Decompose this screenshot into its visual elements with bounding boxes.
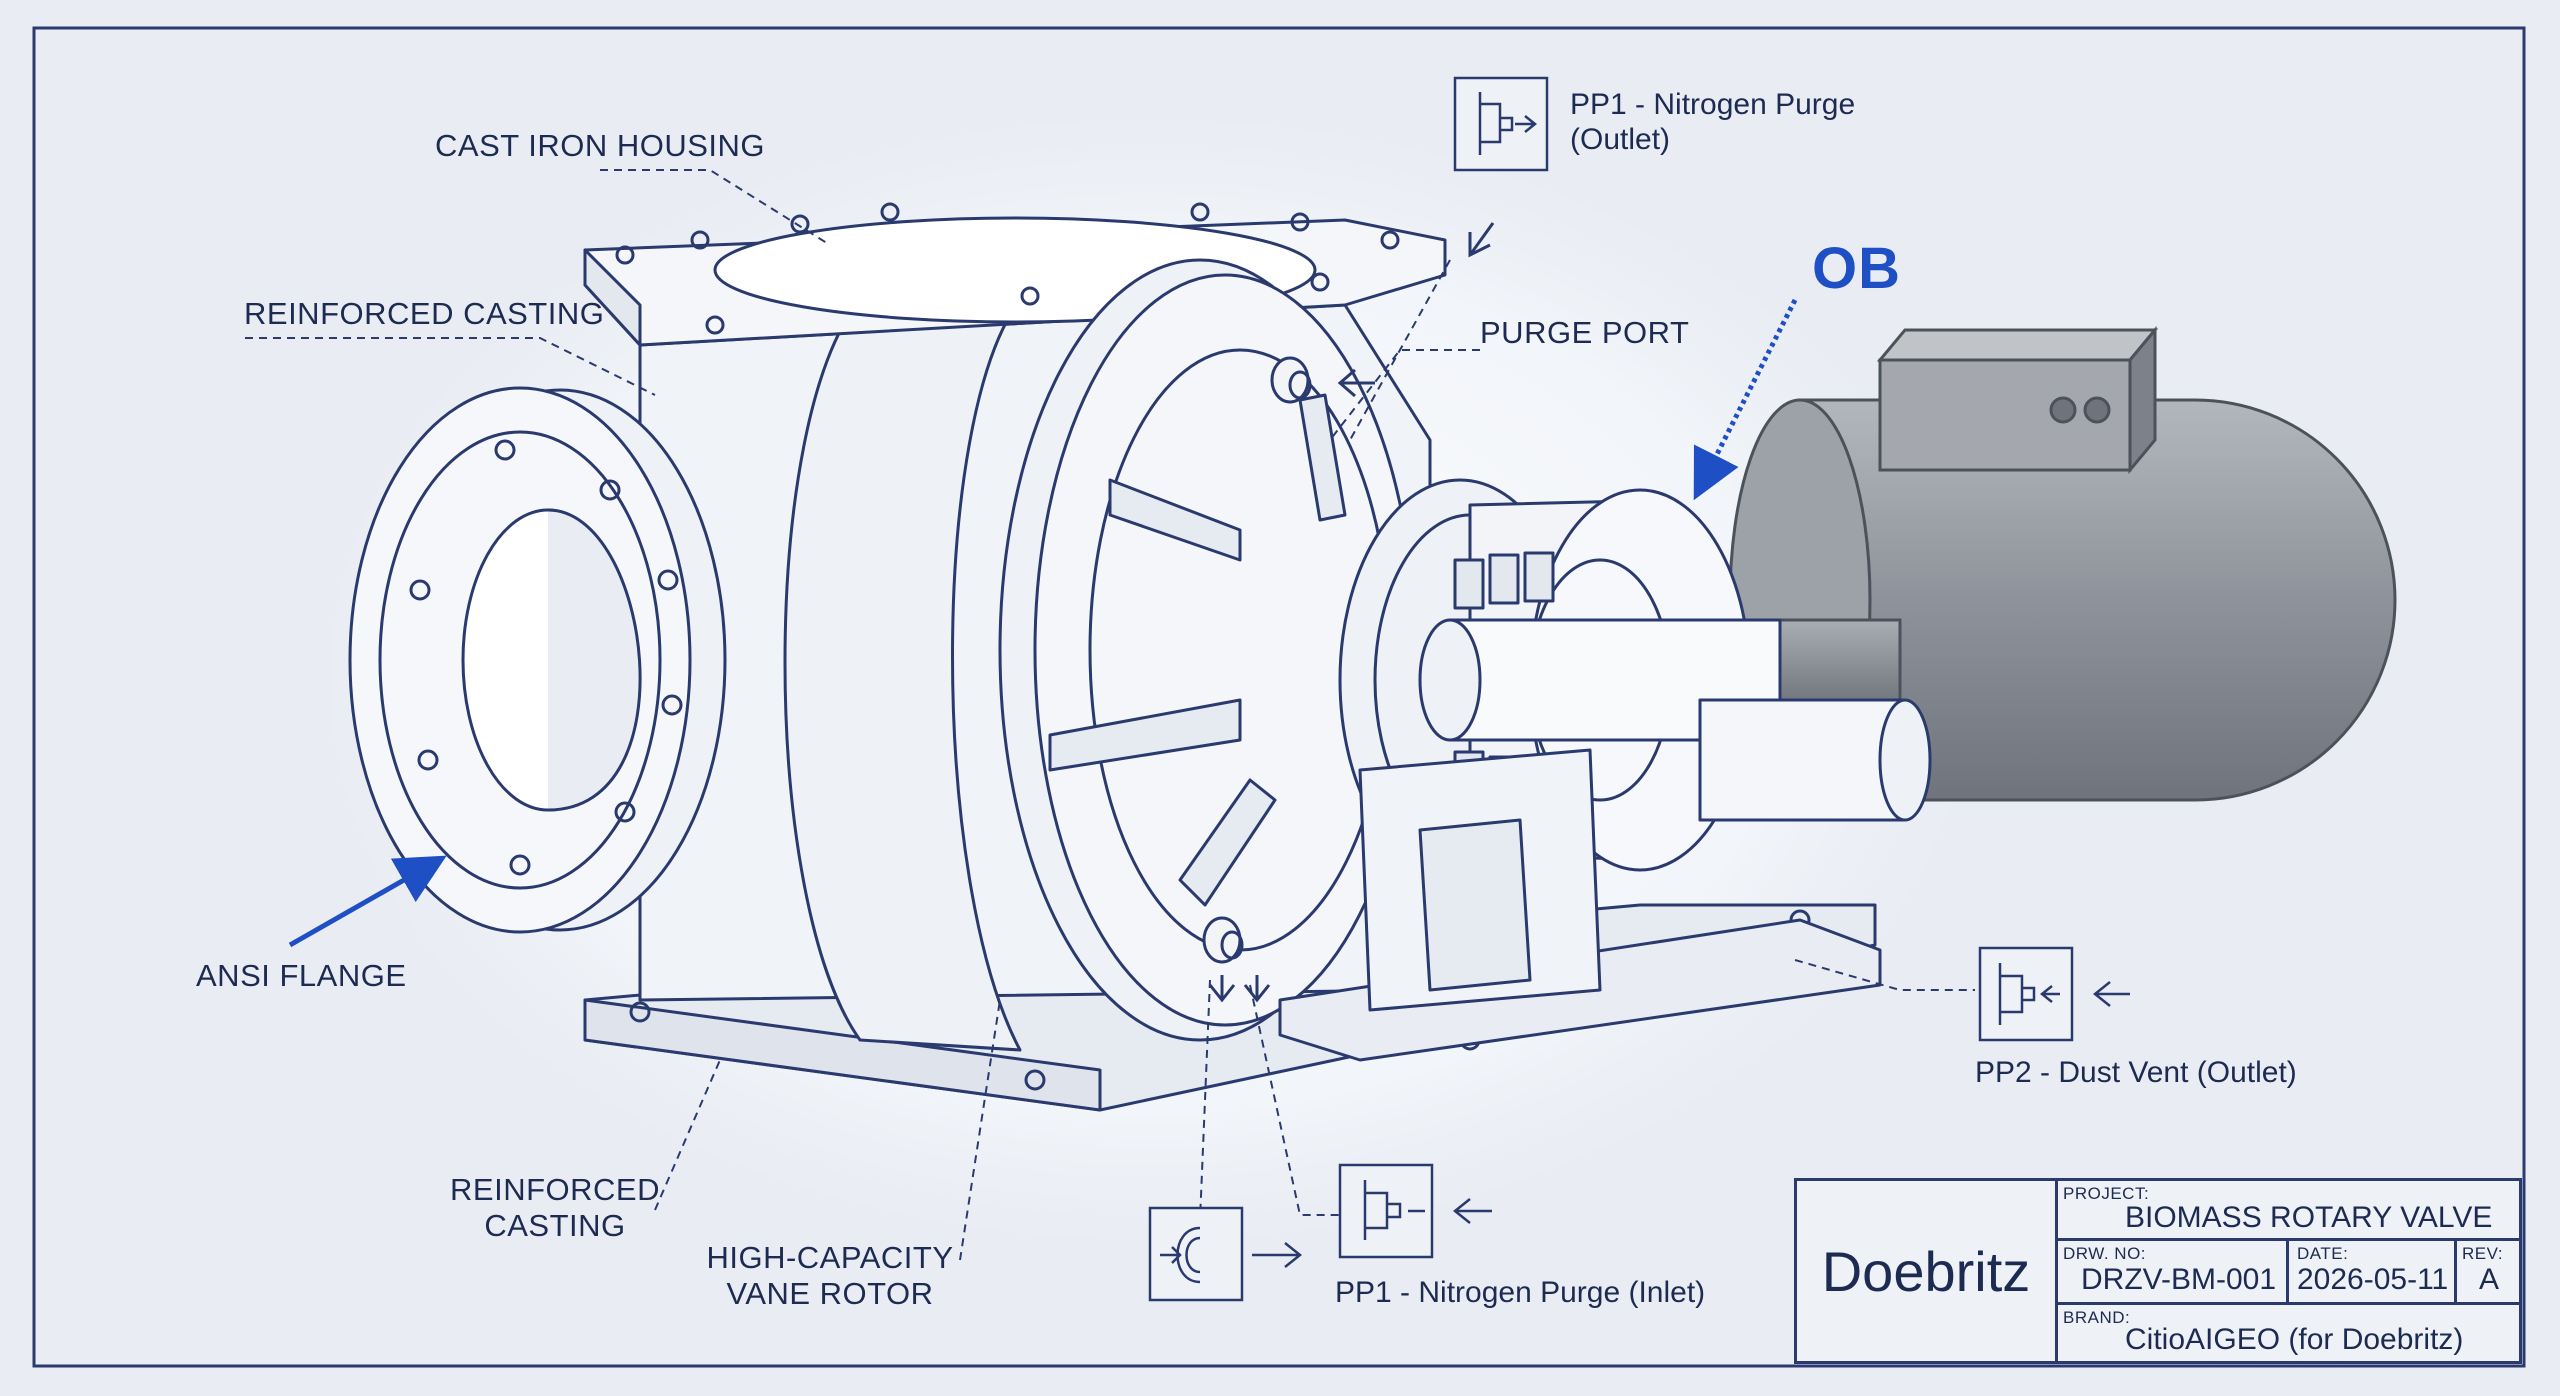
dust-vent-icon [1978, 946, 2130, 1042]
title-block-date-cell: DATE: 2026-05-11 [2289, 1241, 2457, 1305]
date-caption: DATE: [2297, 1244, 2349, 1263]
leader-lines [245, 169, 1975, 1261]
ansi-flange-arrow [288, 855, 447, 948]
purge-inlet-icon [1338, 1163, 1492, 1259]
purge-port-top [1270, 356, 1312, 404]
ansi-flange [348, 386, 727, 934]
label-reinforced-casting-top: REINFORCED CASTING [244, 296, 605, 331]
label-ansi-flange: ANSI FLANGE [196, 958, 407, 993]
title-block-project-cell: PROJECT: BIOMASS ROTARY VALVE [2055, 1181, 2519, 1241]
label-pp2-outlet: PP2 - Dust Vent (Outlet) [1975, 1056, 2297, 1089]
purge-outlet-icon [1453, 76, 1549, 172]
label-reinforced-casting-bottom-line2: CASTING [484, 1207, 626, 1243]
dust-vent-arrow [2092, 981, 2130, 1007]
rev: A [2479, 1263, 2500, 1296]
project-name: BIOMASS ROTARY VALVE [2125, 1201, 2493, 1234]
title-block-rev-cell: REV: A [2457, 1241, 2519, 1305]
label-pp1-outlet-line1: PP1 - Nitrogen Purge [1570, 88, 1856, 121]
valve-body [348, 202, 1932, 1112]
purge-inlet-arrow [1452, 1198, 1492, 1224]
brand: CitioAIGEO (for Doebritz) [2125, 1323, 2464, 1356]
leader-vane-rotor [959, 999, 1001, 1261]
label-vane-rotor-line1: HIGH-CAPACITY [706, 1240, 954, 1275]
label-vane-rotor-line2: VANE ROTOR [726, 1275, 934, 1311]
label-vane-rotor: HIGH-CAPACITY VANE ROTOR [700, 1240, 960, 1311]
label-pp1-outlet: PP1 - Nitrogen Purge (Outlet) [1570, 88, 1855, 157]
leader-reinforced-casting-top [245, 337, 656, 396]
title-block-company: Doebritz [1797, 1181, 2058, 1361]
title-block: Doebritz PROJECT: BIOMASS ROTARY VALVE D… [1794, 1178, 2522, 1364]
label-cast-iron-housing: CAST IRON HOUSING [435, 128, 766, 163]
label-ob: OB [1812, 236, 1901, 301]
label-reinforced-casting-bottom-line1: REINFORCED [450, 1172, 660, 1207]
leader-purge-port [1329, 349, 1480, 441]
leader-pp1-outlet [1349, 259, 1451, 441]
purge-inlet-arrow-2 [1252, 1242, 1303, 1268]
drawing-no-caption: DRW. NO: [2063, 1244, 2147, 1263]
label-pp1-inlet: PP1 - Nitrogen Purge (Inlet) [1335, 1276, 1706, 1309]
label-pp1-outlet-line2: (Outlet) [1570, 122, 1671, 156]
project-caption: PROJECT: [2063, 1184, 2150, 1203]
purge-inlet-icon-2 [1148, 1206, 1303, 1302]
blue-arrows [288, 298, 1798, 948]
label-reinforced-casting-bottom: REINFORCED CASTING [450, 1172, 660, 1243]
leader-pp1-inlet-a [1199, 979, 1211, 1221]
label-purge-port: PURGE PORT [1480, 315, 1690, 350]
drawing-no: DRZV-BM-001 [2081, 1263, 2277, 1296]
sheet-border [32, 26, 2526, 1368]
date: 2026-05-11 [2297, 1263, 2449, 1296]
title-block-drawing-no-cell: DRW. NO: DRZV-BM-001 [2055, 1241, 2289, 1305]
port-arrows [1208, 222, 1495, 1003]
output-shaft [1698, 698, 1932, 822]
title-block-brand-cell: BRAND: CitioAIGEO (for Doebritz) [2055, 1305, 2519, 1361]
rev-caption: REV: [2462, 1244, 2504, 1263]
end-cover [998, 258, 1417, 1042]
purge-port-bottom [1202, 916, 1244, 964]
brand-caption: BRAND: [2063, 1308, 2131, 1327]
ob-arrow [1693, 298, 1798, 501]
drive-motor [1728, 325, 2397, 802]
leader-pp2-outlet [1794, 959, 1975, 991]
